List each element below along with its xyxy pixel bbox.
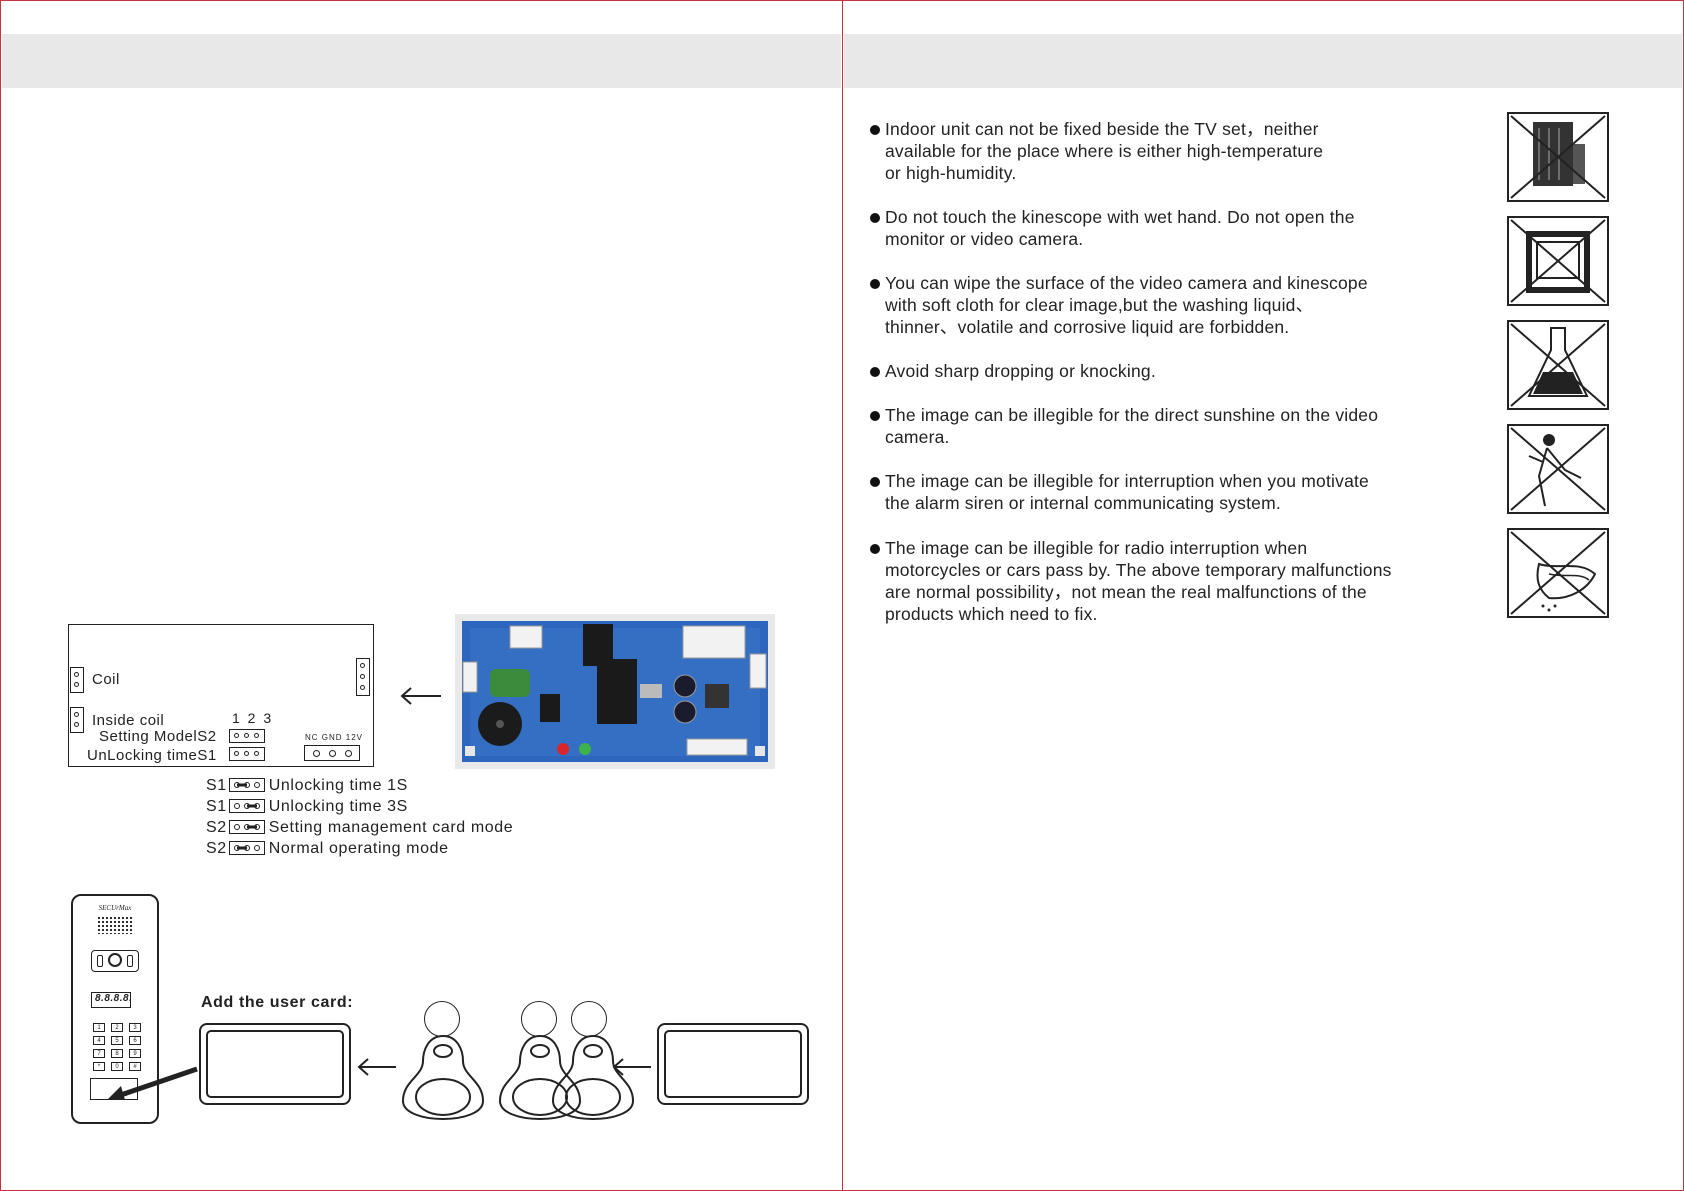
unlocking-time-label: UnLocking timeS1 bbox=[87, 747, 217, 764]
user-card-left bbox=[199, 1023, 351, 1105]
jumper-2-3-icon bbox=[228, 799, 265, 813]
coil-connector bbox=[70, 667, 84, 693]
keypad-key[interactable]: 5 bbox=[111, 1036, 123, 1045]
inside-coil-connector bbox=[70, 707, 84, 733]
keyfob-icon bbox=[401, 1034, 485, 1121]
keypad-key[interactable]: 2 bbox=[111, 1023, 123, 1032]
precaution-item: Do not touch the kinescope with wet hand… bbox=[870, 206, 1485, 250]
left-arrow-icon bbox=[400, 687, 441, 705]
keypad-key[interactable]: 7 bbox=[93, 1049, 105, 1058]
speaker-grille bbox=[97, 916, 133, 934]
add-user-card-label: Add the user card: bbox=[201, 994, 354, 1011]
precaution-item: The image can be illegible for the direc… bbox=[870, 404, 1485, 448]
legend-switch: S2 bbox=[206, 819, 227, 836]
arrow-to-panel-icon bbox=[107, 1066, 198, 1100]
liquid-cleaning-prohibited-icon bbox=[1507, 528, 1609, 618]
led-display: 8.8.8.8. bbox=[91, 992, 132, 1008]
keypad: 1 2 3 4 5 6 7 8 9 * 0 # bbox=[93, 1023, 141, 1071]
keypad-key[interactable]: 4 bbox=[93, 1036, 105, 1045]
keypad-key[interactable]: 8 bbox=[111, 1049, 123, 1058]
legend-switch: S1 bbox=[206, 777, 227, 794]
tv-prohibited-icon bbox=[1507, 216, 1609, 306]
s1-jumper bbox=[229, 747, 265, 761]
legend-switch: S2 bbox=[206, 840, 227, 857]
header-band-left bbox=[2, 34, 841, 88]
left-page: Coil Inside coil 1 2 3 Setting ModelS2 U… bbox=[0, 0, 843, 1191]
pin-numbers: 1 2 3 bbox=[232, 710, 274, 726]
keypad-key[interactable]: 9 bbox=[129, 1049, 141, 1058]
precaution-item: The image can be illegible for interrupt… bbox=[870, 470, 1485, 514]
user-card-right bbox=[657, 1023, 809, 1105]
legend-text: Unlocking time 3S bbox=[268, 798, 408, 815]
precaution-item: The image can be illegible for radio int… bbox=[870, 537, 1485, 625]
power-pins-label: NC GND 12V bbox=[305, 733, 364, 742]
legend-row: S1 Unlocking time 1S bbox=[206, 777, 408, 795]
header-band-right bbox=[844, 34, 1682, 88]
keypad-key[interactable]: * bbox=[93, 1062, 105, 1071]
keypad-key[interactable]: # bbox=[129, 1062, 141, 1071]
coil-label: Coil bbox=[92, 671, 120, 688]
legend-text: Setting management card mode bbox=[268, 819, 514, 836]
keypad-key[interactable]: 1 bbox=[93, 1023, 105, 1032]
jumper-1-2-icon bbox=[228, 841, 265, 855]
precaution-item: You can wipe the surface of the video ca… bbox=[870, 272, 1485, 338]
legend-text: Normal operating mode bbox=[268, 840, 449, 857]
left-arrow-icon bbox=[612, 1058, 651, 1076]
wiring-schematic: Coil Inside coil 1 2 3 Setting ModelS2 U… bbox=[68, 624, 374, 767]
keypad-key[interactable]: 6 bbox=[129, 1036, 141, 1045]
keypad-key[interactable]: 0 bbox=[111, 1062, 123, 1071]
legend-switch: S1 bbox=[206, 798, 227, 815]
legend-row: S2 Normal operating mode bbox=[206, 840, 449, 858]
door-panel: SECUrMax 8.8.8.8. 1 2 3 4 5 6 7 8 9 * 0 … bbox=[71, 894, 159, 1124]
chemical-flask-prohibited-icon bbox=[1507, 320, 1609, 410]
legend-row: S1 Unlocking time 3S bbox=[206, 798, 408, 816]
camera-icon bbox=[91, 950, 139, 972]
legend-row: S2 Setting management card mode bbox=[206, 819, 513, 837]
precaution-item: Avoid sharp dropping or knocking. bbox=[870, 360, 1485, 382]
precaution-item: Indoor unit can not be fixed beside the … bbox=[870, 118, 1485, 184]
legend-text: Unlocking time 1S bbox=[268, 777, 408, 794]
person-knocking-prohibited-icon bbox=[1507, 424, 1609, 514]
pcb-photo bbox=[455, 614, 775, 769]
jumper-2-3-icon bbox=[228, 820, 265, 834]
keyfobs-icon bbox=[498, 1034, 635, 1121]
setting-model-label: Setting ModelS2 bbox=[99, 728, 217, 745]
side-connector bbox=[356, 658, 370, 696]
door-panel-brand: SECUrMax bbox=[98, 904, 132, 912]
left-arrow-icon bbox=[357, 1058, 396, 1076]
s2-jumper bbox=[229, 729, 265, 743]
power-connector bbox=[304, 745, 360, 761]
inside-coil-label: Inside coil bbox=[92, 712, 165, 729]
heater-prohibited-icon bbox=[1507, 112, 1609, 202]
jumper-1-2-icon bbox=[228, 778, 265, 792]
keypad-key[interactable]: 3 bbox=[129, 1023, 141, 1032]
